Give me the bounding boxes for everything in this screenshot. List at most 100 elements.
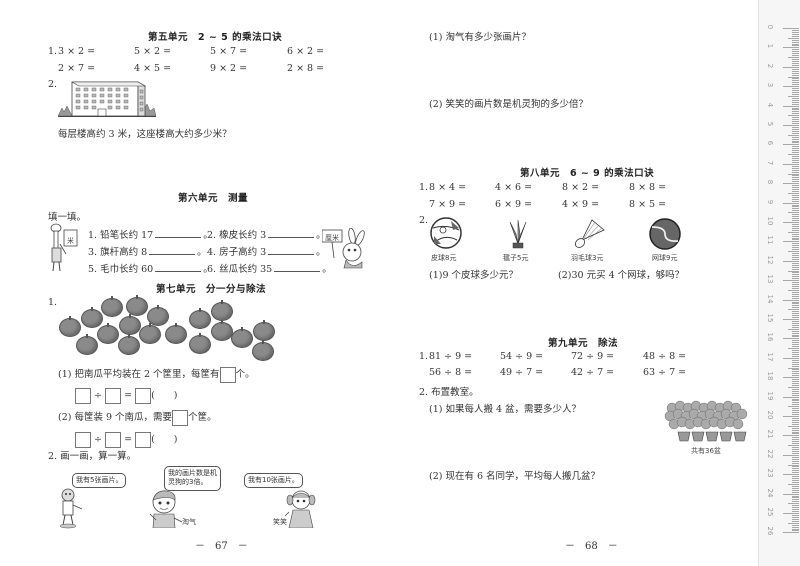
ruler-tick	[788, 348, 799, 350]
unit7-sub1: (1) 把南瓜平均装在 2 个筐里，每筐有个。	[58, 366, 255, 383]
ruler-label: 19	[766, 391, 774, 401]
ruler-tick	[792, 216, 799, 218]
ruler-tick	[792, 189, 799, 191]
ruler-tick	[792, 408, 799, 410]
ruler-tick	[788, 251, 799, 253]
unit8-title: 第八单元 6 ~ 9 的乘法口诀	[520, 168, 655, 179]
pumpkin-icon	[253, 320, 275, 341]
ruler-tick	[792, 528, 799, 530]
answer-box[interactable]	[135, 387, 152, 404]
unit5-title: 第五单元 2 ~ 5 的乘法口诀	[148, 32, 283, 43]
ruler-tick	[792, 101, 799, 103]
speech-bubble-xiaoxiao: 我有10张画片。	[244, 473, 303, 489]
ruler-tick	[788, 270, 799, 272]
ruler-tick	[792, 39, 799, 41]
answer-blank[interactable]	[149, 245, 196, 255]
answer-box[interactable]	[135, 431, 152, 448]
ruler-tick	[792, 305, 799, 307]
ruler-tick	[792, 253, 799, 255]
ruler-tick	[792, 45, 799, 47]
ruler-tick	[783, 125, 799, 126]
ruler-tick	[788, 76, 799, 78]
answer-box[interactable]	[219, 366, 236, 383]
ruler-tick	[792, 419, 799, 421]
ruler-tick	[792, 223, 799, 225]
ruler-tick	[788, 95, 799, 97]
pumpkin-icon	[59, 316, 81, 337]
unit7-sub1-suffix: 个。	[235, 369, 255, 380]
ruler-tick	[792, 218, 799, 220]
answer-blank[interactable]	[155, 228, 202, 238]
ruler-tick	[792, 206, 799, 208]
ruler-tick	[792, 93, 799, 95]
ruler-tick	[788, 464, 799, 466]
equals-sign: =	[124, 434, 133, 445]
unit-paren[interactable]: ( )	[151, 434, 178, 445]
dog-figure-icon	[59, 488, 83, 529]
ruler-tick	[792, 243, 799, 245]
ruler-tick	[792, 414, 799, 416]
ruler-tick	[792, 159, 799, 161]
ruler-tick	[792, 210, 799, 212]
unit6-item-2: 2. 橡皮长约 3。	[207, 227, 326, 241]
ruler-tick	[792, 247, 799, 249]
item-beach-ball-price: 皮球8元	[431, 254, 457, 262]
ruler-tick	[792, 495, 799, 497]
ruler-tick	[788, 367, 799, 369]
unit8-eq-3: 8 × 2 =	[562, 182, 600, 193]
unit8-eq-6: 6 × 9 =	[495, 199, 533, 210]
pumpkin-icon	[189, 333, 211, 354]
ruler-tick	[792, 266, 799, 268]
answer-box[interactable]	[75, 387, 91, 404]
ruler-tick	[792, 507, 799, 509]
ruler-tick	[783, 183, 799, 185]
ruler-tick	[792, 499, 799, 501]
speech-bubble-taoqi: 我的画片数是机灵狗的3倍。	[164, 466, 221, 491]
answer-blank[interactable]	[274, 262, 321, 272]
item-shuttlecock-price: 羽毛球3元	[571, 254, 604, 262]
answer-box[interactable]	[75, 431, 91, 448]
ruler-tick	[792, 524, 799, 526]
ruler-tick	[792, 103, 799, 105]
ruler-tick	[788, 57, 799, 59]
ruler-tick	[792, 293, 799, 295]
ruler-tick	[792, 121, 799, 123]
answer-box[interactable]	[105, 431, 122, 448]
ruler-label: 15	[766, 313, 774, 323]
ruler-label: 21	[766, 429, 774, 439]
unit-paren[interactable]: ( )	[151, 390, 178, 401]
ruler-tick	[792, 169, 799, 171]
flower-pots-icon	[664, 400, 748, 442]
ruler-tick	[792, 51, 799, 53]
ruler-tick	[783, 222, 799, 223]
bubble-text: 我有10张画片。	[248, 476, 299, 484]
end-mark: 。	[203, 264, 213, 275]
ruler-tick	[792, 371, 799, 373]
unit8-eq-1: 8 × 4 =	[429, 182, 467, 193]
ruler-tick	[792, 423, 799, 425]
unit8-q2-label: 2.	[419, 215, 429, 226]
ruler-tick	[792, 107, 799, 109]
ruler-tick	[792, 485, 799, 487]
ruler-tick	[792, 443, 799, 445]
ruler-tick	[792, 249, 799, 251]
ruler-tick	[788, 192, 799, 194]
ruler-tick	[792, 346, 799, 348]
ruler-tick	[788, 445, 799, 447]
answer-blank[interactable]	[268, 228, 315, 238]
ruler-tick	[792, 171, 799, 173]
ruler-tick	[792, 326, 799, 328]
unit8-sub2: (2)30 元买 4 个网球，够吗？	[558, 270, 685, 281]
answer-box[interactable]	[105, 387, 122, 404]
ruler-tick	[792, 472, 799, 474]
answer-blank[interactable]	[155, 262, 202, 272]
page-number-left: － 67 －	[195, 541, 248, 552]
answer-blank[interactable]	[268, 245, 315, 255]
end-mark: 。	[316, 247, 326, 258]
ruler-tick	[792, 138, 799, 140]
answer-box[interactable]	[172, 409, 189, 426]
ruler-tick	[792, 49, 799, 51]
ruler-tick	[788, 231, 799, 233]
page-number-right: － 68 －	[565, 541, 618, 552]
ruler-tick	[792, 317, 799, 319]
